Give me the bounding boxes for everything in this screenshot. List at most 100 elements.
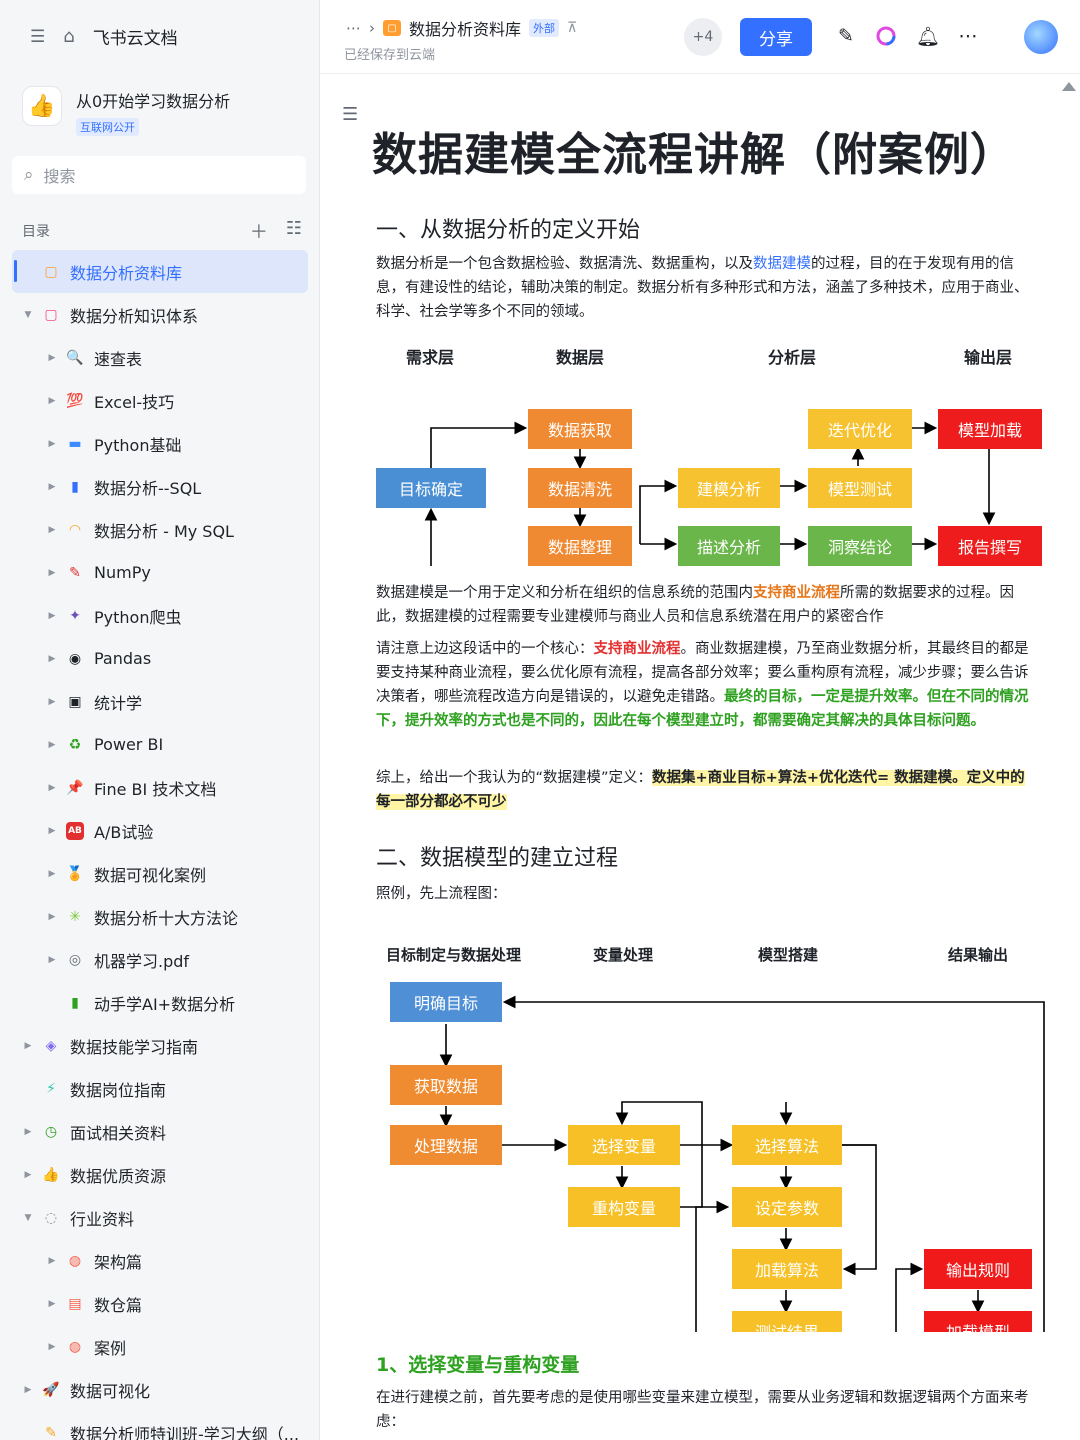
home-icon[interactable]: ⌂ bbox=[63, 26, 75, 47]
chevron-right-icon[interactable]: ▶ bbox=[48, 739, 56, 750]
p3-green-text: 最终的目标，一定是提升效率。但在不同的情况下，提升效率的方式也是不同的，因此在每… bbox=[376, 689, 1029, 729]
chevron-right-icon[interactable]: ▶ bbox=[48, 352, 56, 363]
edit-icon[interactable]: ✎ bbox=[838, 25, 854, 47]
sidebar-item-label: 数仓篇 bbox=[94, 1295, 143, 1315]
chevron-right-icon[interactable]: ▶ bbox=[48, 653, 56, 664]
sidebar-item-label: 速查表 bbox=[94, 349, 143, 369]
box-test: 模型测试 bbox=[808, 468, 912, 508]
collapse-sidebar-icon[interactable]: ☰ bbox=[30, 26, 46, 47]
chevron-right-icon[interactable]: ▶ bbox=[48, 782, 56, 793]
chevron-right-icon[interactable]: ▶ bbox=[48, 610, 56, 621]
chevron-right-icon[interactable]: ▶ bbox=[48, 395, 56, 406]
sidebar-item[interactable]: ▶ ✦ Python爬虫 bbox=[12, 594, 308, 637]
data-modeling-link[interactable]: 数据建模 bbox=[753, 256, 811, 272]
add-icon[interactable]: ＋ bbox=[249, 222, 268, 243]
chevron-right-icon[interactable]: ▶ bbox=[48, 911, 56, 922]
sidebar-item[interactable]: ▶ ▤ 数仓篇 bbox=[12, 1282, 308, 1325]
chevron-right-icon[interactable]: ▶ bbox=[48, 438, 56, 449]
chevron-down-icon[interactable]: ▼ bbox=[24, 1212, 32, 1223]
scroll-up-arrow[interactable] bbox=[1062, 82, 1076, 91]
knowledge-base-header[interactable]: 👍 从0开始学习数据分析 互联网公开 bbox=[22, 86, 230, 136]
sidebar-item[interactable]: ▮动手学AI+数据分析 bbox=[12, 981, 308, 1024]
chevron-right-icon[interactable]: ▶ bbox=[48, 567, 56, 578]
breadcrumb-title[interactable]: 数据分析资料库 bbox=[409, 20, 522, 39]
sidebar-item-label: 行业资料 bbox=[70, 1209, 135, 1229]
column-header: 需求层 bbox=[406, 348, 455, 367]
sidebar-item[interactable]: ▶◉Pandas bbox=[12, 637, 308, 680]
item-icon: ▣ bbox=[68, 693, 82, 710]
chevron-right-icon[interactable]: ▶ bbox=[24, 1040, 32, 1051]
sidebar-item[interactable]: ▶💯Excel-技巧 bbox=[12, 379, 308, 422]
chevron-right-icon[interactable]: ▶ bbox=[24, 1384, 32, 1395]
chevron-right-icon[interactable]: ▶ bbox=[48, 868, 56, 879]
sidebar-item[interactable]: ▶◈数据技能学习指南 bbox=[12, 1024, 308, 1067]
list-settings-icon[interactable]: ☷ bbox=[285, 218, 302, 239]
item-icon: ▤ bbox=[68, 1295, 82, 1312]
item-icon: ◍ bbox=[68, 1338, 82, 1355]
chevron-right-icon[interactable]: ▶ bbox=[48, 954, 56, 965]
chevron-down-icon[interactable]: ▼ bbox=[24, 309, 32, 320]
sidebar-item[interactable]: ▶ AB A/B试验 bbox=[12, 809, 308, 852]
breadcrumb: ⋯ › ▢ 数据分析资料库 外部 ⊼ bbox=[346, 16, 577, 40]
sidebar-item[interactable]: ▶👍数据优质资源 bbox=[12, 1153, 308, 1196]
avatar[interactable] bbox=[1024, 20, 1058, 54]
item-icon: ✦ bbox=[69, 607, 81, 624]
box-select-algorithm: 选择算法 bbox=[732, 1125, 842, 1165]
toc-label: 目录 bbox=[22, 224, 50, 240]
sidebar-item-label: Python爬虫 bbox=[94, 607, 182, 627]
outline-icon[interactable]: ☰ bbox=[342, 104, 359, 125]
document-body: ☰ 数据建模全流程讲解（附案例） 一、从数据分析的定义开始 数据分析是一个包含数… bbox=[320, 74, 1080, 1440]
item-icon: ◎ bbox=[68, 951, 82, 968]
sidebar-item[interactable]: ▶◠数据分析 - My SQL bbox=[12, 508, 308, 551]
sidebar-item[interactable]: ▼ ◌ 行业资料 bbox=[12, 1196, 308, 1239]
chevron-right-icon[interactable]: ▶ bbox=[48, 1341, 56, 1352]
sidebar-item[interactable]: ▶📌Fine BI 技术文档 bbox=[12, 766, 308, 809]
pin-icon[interactable]: ⊼ bbox=[567, 20, 578, 36]
sidebar-item[interactable]: ▶ ◎ 机器学习.pdf bbox=[12, 938, 308, 981]
sidebar-item[interactable]: ▶🏅数据可视化案例 bbox=[12, 852, 308, 895]
sidebar-item-label: 数据岗位指南 bbox=[70, 1080, 167, 1100]
sidebar-item-label: A/B试验 bbox=[94, 822, 154, 842]
sidebar-item[interactable]: ✎数据分析师特训班-学习大纲（... bbox=[12, 1411, 308, 1440]
share-button[interactable]: 分享 bbox=[740, 18, 812, 56]
item-icon: AB bbox=[66, 821, 84, 840]
sidebar-item[interactable]: ⚡数据岗位指南 bbox=[12, 1067, 308, 1110]
chevron-right-icon[interactable]: ▶ bbox=[48, 1298, 56, 1309]
ai-assistant-icon[interactable] bbox=[874, 24, 898, 48]
sidebar-item-label: 机器学习.pdf bbox=[94, 951, 190, 971]
chevron-right-icon[interactable]: ▶ bbox=[24, 1126, 32, 1137]
sidebar-item[interactable]: ▶🚀数据可视化 bbox=[12, 1368, 308, 1411]
paragraph-6: 在进行建模之前，首先要考虑的是使用哪些变量来建立模型，需要从业务逻辑和数据逻辑两… bbox=[376, 1390, 1029, 1430]
sidebar-item[interactable]: ▶◷面试相关资料 bbox=[12, 1110, 308, 1153]
folder-icon: ▢ bbox=[383, 20, 401, 36]
p3-text-b: 。商业数据建模，乃至商业数据分析，其最终目的都是要支持某种商业流程，要么优化原有… bbox=[376, 641, 1029, 705]
sidebar-item[interactable]: ▢数据分析资料库 bbox=[12, 250, 308, 293]
brand-name[interactable]: 飞书云文档 bbox=[92, 29, 178, 49]
sidebar-item[interactable]: ▶🔍速查表 bbox=[12, 336, 308, 379]
sidebar-item[interactable]: ▼▢数据分析知识体系 bbox=[12, 293, 308, 336]
search-input[interactable]: ⌕ 搜索 bbox=[12, 156, 306, 194]
more-path-icon[interactable]: ⋯ bbox=[346, 19, 361, 37]
sidebar-item[interactable]: ▶♻Power BI bbox=[12, 723, 308, 766]
sidebar-item[interactable]: ▶▬Python基础 bbox=[12, 422, 308, 465]
column-header: 目标制定与数据处理 bbox=[386, 946, 522, 964]
chevron-right-icon[interactable]: ▶ bbox=[24, 1169, 32, 1180]
section-heading-2: 二、数据模型的建立过程 bbox=[376, 846, 619, 871]
paragraph-3: 请注意上边这段话中的一个核心：支持商业流程。商业数据建模，乃至商业数据分析，其最… bbox=[376, 637, 1036, 733]
sidebar-item[interactable]: ▶✳数据分析十大方法论 bbox=[12, 895, 308, 938]
item-icon: ◌ bbox=[44, 1209, 58, 1226]
chevron-right-icon[interactable]: ▶ bbox=[48, 696, 56, 707]
sidebar-item[interactable]: ▶◍架构篇 bbox=[12, 1239, 308, 1282]
sidebar-item[interactable]: ▶▮数据分析--SQL bbox=[12, 465, 308, 508]
sidebar-item[interactable]: ▶◍案例 bbox=[12, 1325, 308, 1368]
chevron-right-icon[interactable]: ▶ bbox=[48, 481, 56, 492]
chevron-right-icon[interactable]: ▶ bbox=[48, 825, 56, 836]
sidebar-item[interactable]: ▶▣统计学 bbox=[12, 680, 308, 723]
box-process-data: 处理数据 bbox=[390, 1125, 502, 1165]
chevron-right-icon[interactable]: ▶ bbox=[48, 1255, 56, 1266]
sidebar-item[interactable]: ▶✎NumPy bbox=[12, 551, 308, 594]
more-icon[interactable]: ⋯ bbox=[958, 25, 978, 47]
collaborators-count[interactable]: +4 bbox=[684, 18, 722, 56]
bell-icon[interactable]: 🔔︎ bbox=[915, 25, 941, 48]
chevron-right-icon[interactable]: ▶ bbox=[48, 524, 56, 535]
